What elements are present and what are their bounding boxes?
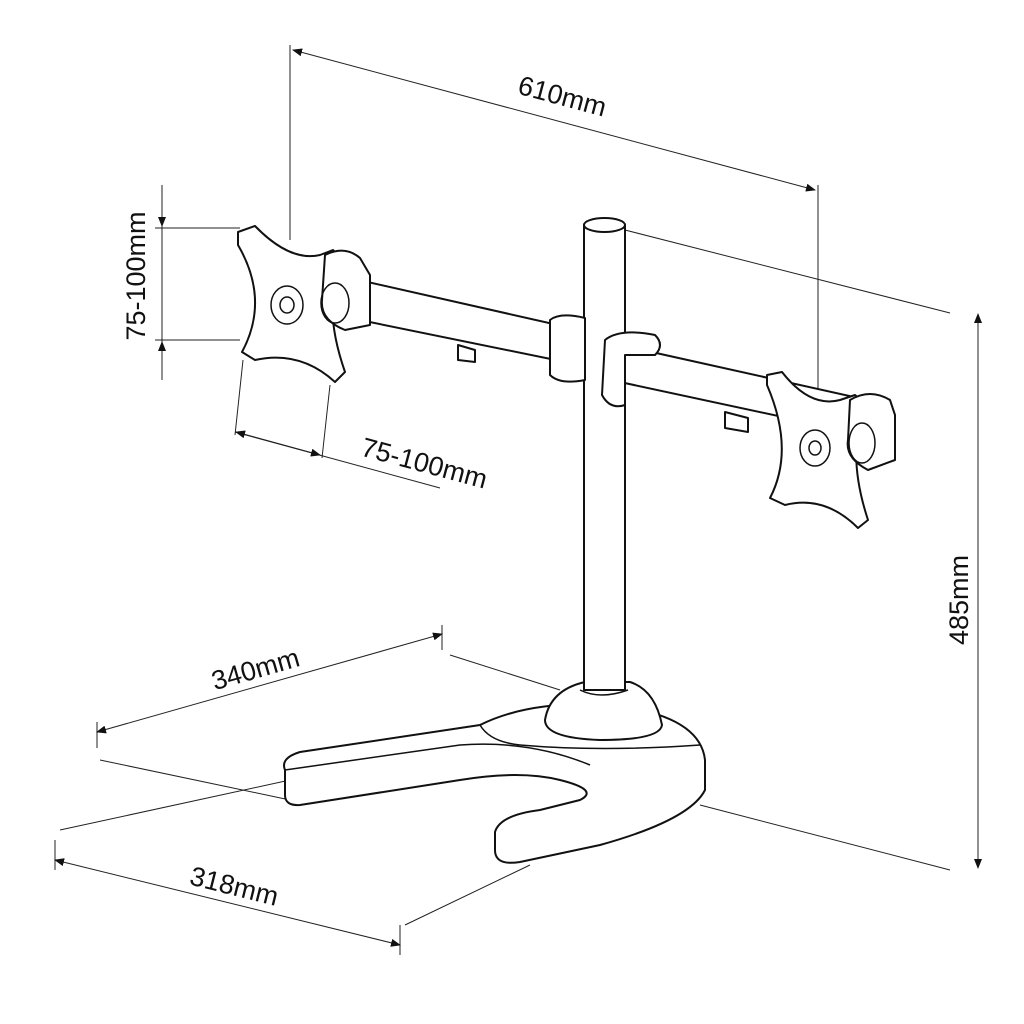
vesa-vertical-label: 75-100mm <box>121 211 151 340</box>
stand-base <box>283 681 706 864</box>
stand-pole <box>583 217 626 691</box>
dimension-lines <box>54 45 982 955</box>
base-depth-label: 340mm <box>208 643 303 697</box>
width-dimension-label: 610mm <box>515 70 610 122</box>
left-vesa-plate <box>237 225 371 383</box>
height-dimension-label: 485mm <box>944 555 974 645</box>
monitor-arm <box>349 277 891 441</box>
vesa-horizontal-label: 75-100mm <box>358 432 490 494</box>
right-vesa-plate <box>766 371 896 529</box>
